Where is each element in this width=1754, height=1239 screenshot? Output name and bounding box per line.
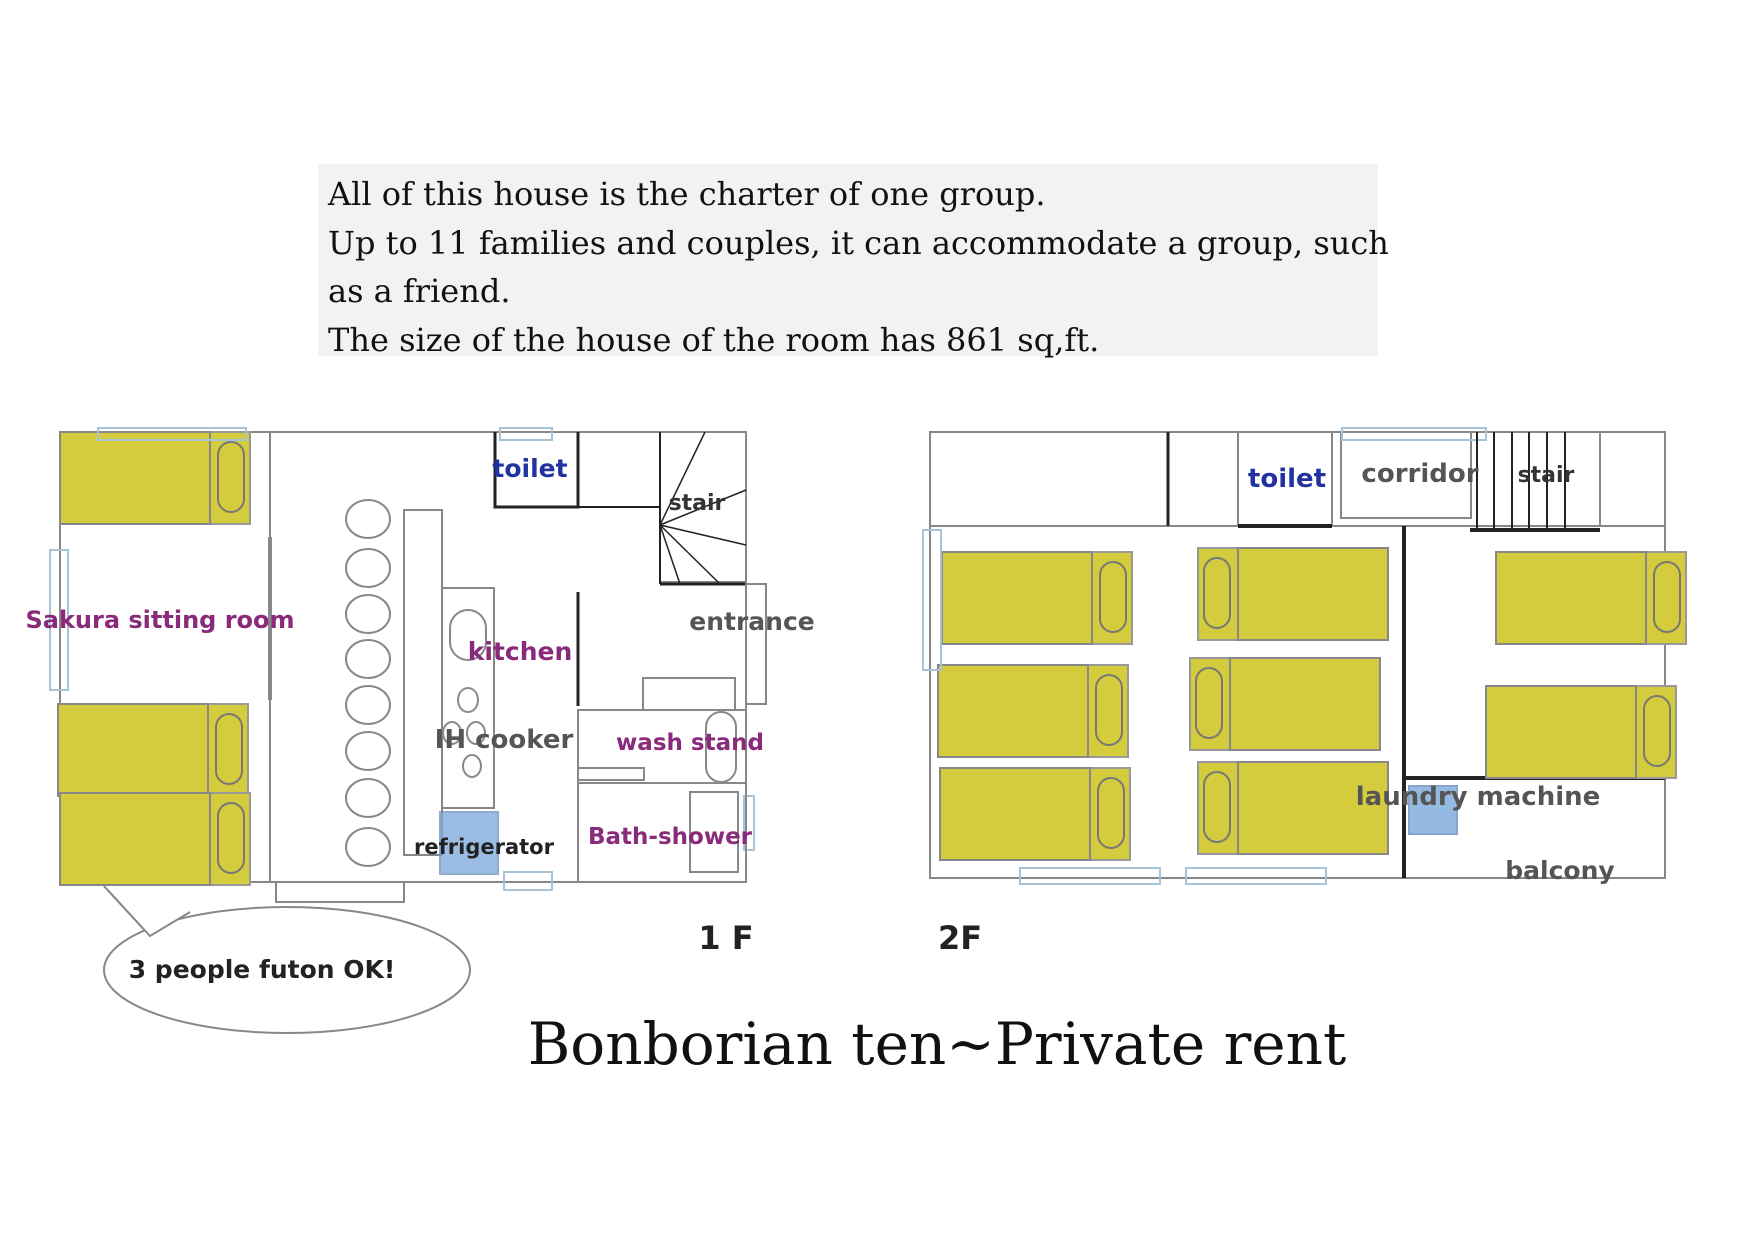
futon-icon [941, 551, 1133, 645]
futon-icon [1485, 685, 1677, 779]
futon-icon [1189, 657, 1381, 751]
window-icon [743, 795, 755, 851]
label-toilet: toilet [492, 454, 567, 483]
futon-icon [1495, 551, 1687, 645]
window-icon [97, 427, 247, 441]
futon-icon [937, 664, 1129, 758]
label-corridor: corridor [1361, 459, 1478, 489]
intro-line-3: as a friend. [328, 272, 511, 310]
cooker-icon [442, 687, 486, 778]
label-stair: stair [669, 491, 726, 516]
label-wash-stand: wash stand [616, 730, 764, 756]
label-laundry-machine: laundry machine [1356, 782, 1601, 812]
window-icon [503, 871, 553, 891]
callout-text: 3 people futon OK! [129, 955, 396, 984]
window-icon [49, 549, 69, 691]
label-bath-shower: Bath-shower [588, 824, 753, 850]
futon-icon [1197, 547, 1389, 641]
callout-bubble [103, 906, 471, 1034]
label-ih-cooker: IH cooker [435, 725, 574, 755]
window-icon [1341, 427, 1487, 441]
label-kitchen: kitchen [468, 637, 573, 666]
intro-text-box: All of this house is the charter of one … [318, 164, 1389, 359]
label-sitting-room: Sakura sitting room [25, 606, 294, 634]
stools [345, 499, 391, 867]
floor-2-plan: toilet corridor stair laundry machine ba… [922, 427, 1687, 957]
futon-icon [59, 792, 251, 886]
futon-icon [57, 703, 249, 797]
floor-1-plan: toilet stair Sakura sitting room kitchen… [25, 427, 815, 1034]
floor-2-label: 2F [938, 919, 982, 957]
laundry-machine-icon [1408, 785, 1458, 835]
label-refrigerator: refrigerator [414, 835, 555, 859]
futon-icon [939, 767, 1131, 861]
window-icon [1019, 867, 1161, 885]
label-balcony: balcony [1505, 856, 1614, 885]
floor-1-label: 1 F [698, 919, 753, 957]
window-icon [499, 427, 553, 441]
counter [403, 509, 443, 856]
page-title: Bonborian ten~Private rent [527, 1010, 1347, 1078]
intro-line-1: All of this house is the charter of one … [328, 175, 1046, 213]
futon-icon [59, 431, 251, 525]
window-icon [1185, 867, 1327, 885]
intro-line-4: The size of the house of the room has 86… [328, 320, 1100, 359]
sink-icon [449, 609, 487, 661]
intro-line-2: Up to 11 families and couples, it can ac… [328, 223, 1389, 262]
window-icon [922, 529, 942, 671]
label-entrance: entrance [689, 607, 814, 636]
label-stair-2f: stair [1518, 463, 1575, 488]
label-toilet-2f: toilet [1248, 464, 1326, 494]
refrigerator-icon [439, 811, 499, 875]
